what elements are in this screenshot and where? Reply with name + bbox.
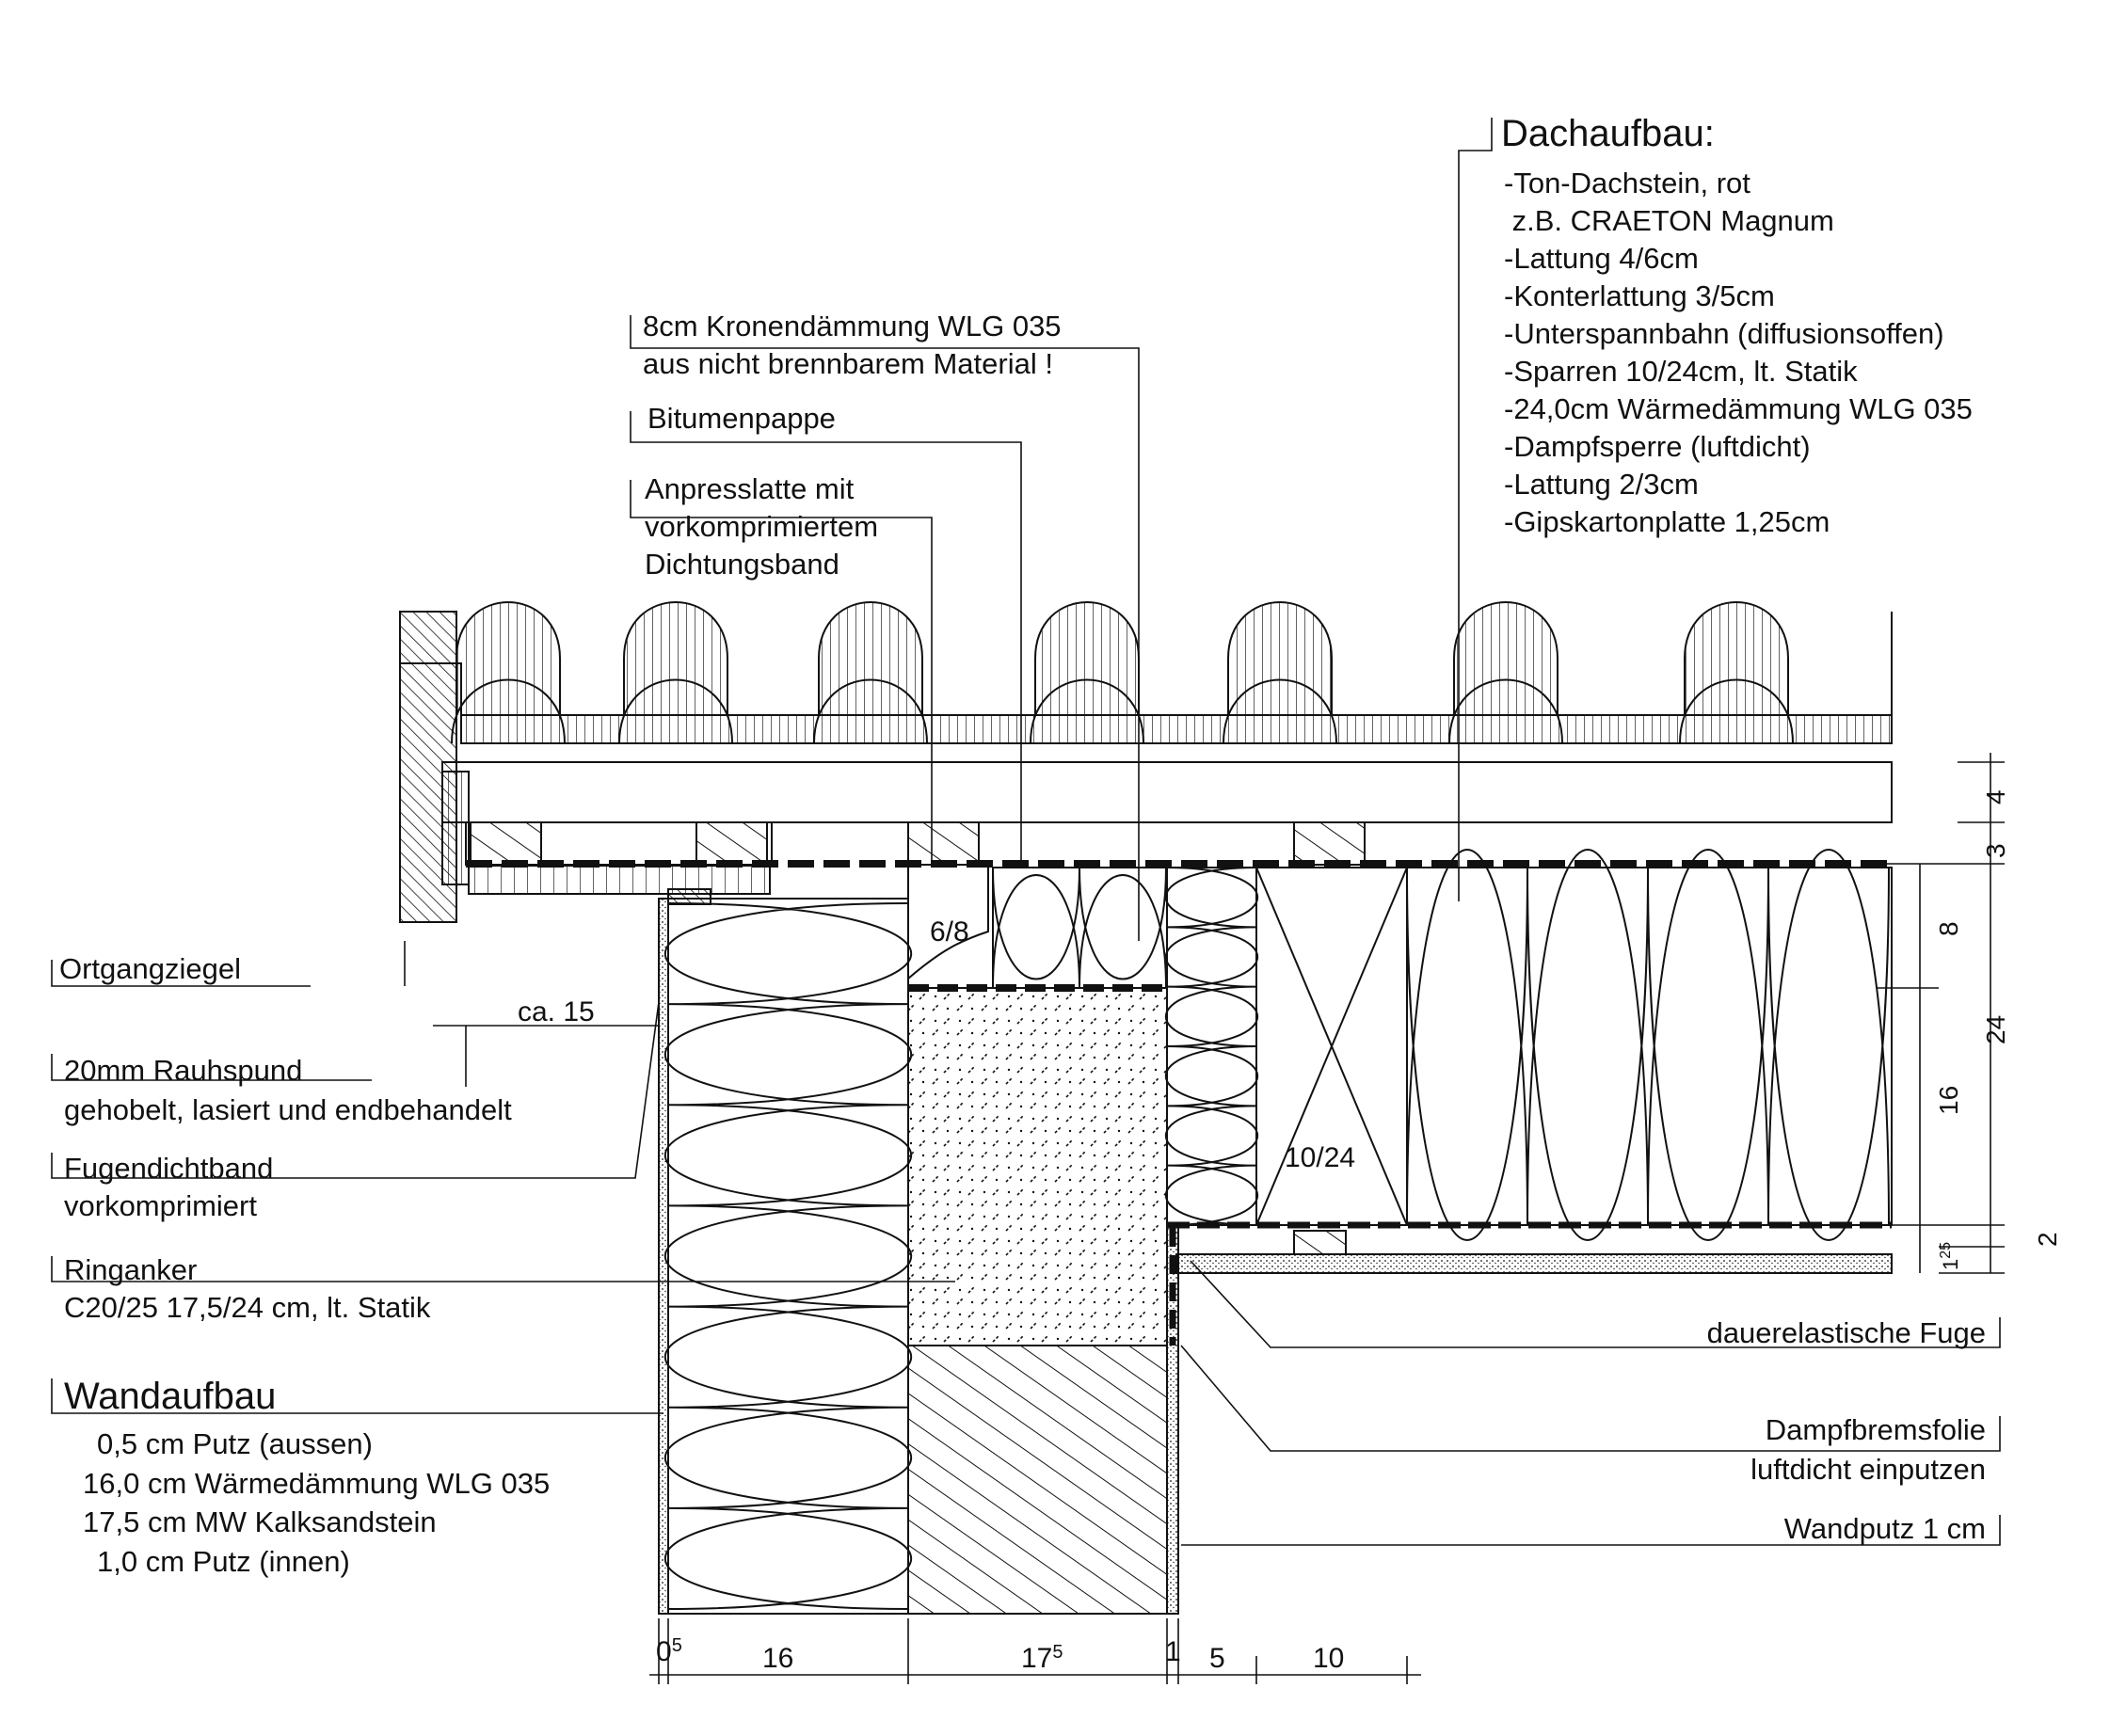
verge-tile-label: Ortgangziegel — [59, 952, 241, 985]
joint-tape-note: vorkomprimiert — [64, 1189, 257, 1222]
roof-build-up: Dachaufbau: -Ton-Dachstein, rot z.B. CRA… — [1501, 113, 1973, 538]
tongue-groove-label: 20mm Rauhspund — [64, 1054, 302, 1087]
roof-tiles — [399, 601, 1893, 923]
crown-insulation-note: aus nicht brennbarem Material ! — [643, 347, 1053, 380]
tile-roll — [1684, 601, 1789, 715]
dim-24: 24 — [1981, 1015, 2010, 1044]
tile-base-band — [460, 714, 1893, 744]
ring-beam-note: C20/25 17,5/24 cm, lt. Statik — [64, 1291, 431, 1324]
component-labels: 6/8 10/24 ca. 15 — [518, 916, 1355, 1173]
tile-arch — [1679, 678, 1794, 744]
roof-layer: -24,0cm Wärmedämmung WLG 035 — [1504, 392, 1973, 425]
roof-layer: -Unterspannbahn (diffusionsoffen) — [1504, 317, 1944, 350]
rafter-zone — [1167, 849, 1893, 1274]
dim-rafter: 10 — [1313, 1643, 1344, 1674]
dim-3: 3 — [1981, 843, 2010, 858]
roof-insulation — [1406, 867, 1893, 1226]
joint-tape — [667, 888, 711, 905]
batten-label: 6/8 — [930, 916, 969, 948]
dim-insulation: 16 — [762, 1643, 793, 1674]
ring-beam-label: Ringanker — [64, 1253, 197, 1286]
roof-layer: -Ton-Dachstein, rot — [1504, 167, 1750, 199]
tile-roll — [1034, 601, 1140, 715]
wall-title: Wandaufbau — [64, 1376, 276, 1417]
pressure-batten-label: Dichtungsband — [645, 548, 839, 581]
tile-arch — [618, 678, 733, 744]
tile-arch — [1448, 678, 1563, 744]
dim-crown-8: 8 — [1934, 921, 1963, 936]
wall-layer: 0,5 cm Putz (aussen) — [97, 1427, 373, 1460]
dim-16: 16 — [1934, 1086, 1963, 1115]
bottom-dimensions: 05 16 175 1 5 10 — [656, 1635, 1344, 1674]
leader-lines — [51, 118, 2001, 1546]
pressure-batten-label: vorkomprimiertem — [645, 510, 878, 543]
tile-roll — [1453, 601, 1559, 715]
pressure-batten-label: Anpresslatte mit — [645, 472, 855, 505]
roof-layer: -Konterlattung 3/5cm — [1504, 279, 1775, 312]
batten — [695, 821, 768, 866]
tongue-groove-board — [441, 771, 470, 885]
rafter-label: 10/24 — [1285, 1142, 1355, 1173]
service-batten — [1293, 1230, 1347, 1255]
wall — [658, 866, 1179, 1615]
batten — [1293, 821, 1366, 866]
exterior-plaster — [658, 898, 669, 1615]
dim-gap: 5 — [1209, 1643, 1225, 1674]
dim-2: 2 — [2033, 1232, 2062, 1247]
roof-title: Dachaufbau: — [1501, 113, 1715, 154]
elastic-joint-label: dauerelastische Fuge — [1707, 1316, 1986, 1349]
vapor-foil-label: Dampfbremsfolie — [1766, 1413, 1986, 1446]
tongue-groove-board — [468, 865, 771, 895]
sand-lime-brick — [907, 1345, 1168, 1615]
dim-4: 4 — [1981, 789, 2010, 804]
bitumen-label: Bitumenpappe — [647, 402, 836, 435]
tile-arch — [813, 678, 928, 744]
dim-plaster-outer: 05 — [656, 1635, 682, 1667]
roof-layer: -Sparren 10/24cm, lt. Statik — [1504, 355, 1858, 388]
vapor-foil-note: luftdicht einputzen — [1750, 1453, 1986, 1486]
tile-waves — [451, 601, 1794, 744]
tile-roll — [623, 601, 728, 715]
callout-texts: 8cm Kronendämmung WLG 035 aus nicht bren… — [59, 310, 1986, 1545]
batten — [470, 821, 542, 866]
dimension-lines — [649, 753, 2005, 1684]
joint-tape-label: Fugendichtband — [64, 1152, 273, 1185]
batten — [907, 821, 980, 866]
counter-batten-zone — [441, 761, 1893, 823]
roof-layer: -Lattung 2/3cm — [1504, 468, 1699, 501]
overhang-label: ca. 15 — [518, 996, 595, 1027]
roof-layer: -Lattung 4/6cm — [1504, 242, 1699, 275]
wall-layer: 1,0 cm Putz (innen) — [97, 1545, 350, 1578]
tile-roll — [1227, 601, 1333, 715]
right-dimensions: 8 16 125 4 3 24 2 — [1934, 789, 2062, 1270]
wall-insulation — [667, 898, 909, 1615]
dim-plaster-inner: 1 — [1165, 1636, 1181, 1667]
wall-layer: 16,0 cm Wärmedämmung WLG 035 — [83, 1467, 550, 1500]
tongue-groove-note: gehobelt, lasiert und endbehandelt — [64, 1093, 512, 1126]
crown-insulation-label: 8cm Kronendämmung WLG 035 — [643, 310, 1062, 342]
wall-plaster-label: Wandputz 1 cm — [1784, 1512, 1986, 1545]
interior-plaster — [1166, 1222, 1179, 1615]
plasterboard — [1175, 1253, 1893, 1274]
dim-brick: 175 — [1021, 1642, 1063, 1674]
tile-arch — [1223, 678, 1337, 744]
tile-roll — [818, 601, 923, 715]
roof-layer: -Gipskartonplatte 1,25cm — [1504, 505, 1830, 538]
wall-layer: 17,5 cm MW Kalksandstein — [83, 1505, 437, 1538]
tile-arch — [451, 678, 566, 744]
roof-layer: z.B. CRAETON Magnum — [1504, 204, 1834, 237]
roof-layer: -Dampfsperre (luftdicht) — [1504, 430, 1811, 463]
battens — [441, 761, 1893, 905]
wall-build-up: Wandaufbau 0,5 cm Putz (aussen) 16,0 cm … — [64, 1376, 550, 1578]
tile-roll — [456, 601, 561, 715]
ring-beam — [907, 987, 1168, 1346]
dim-125: 125 — [1938, 1242, 1962, 1270]
